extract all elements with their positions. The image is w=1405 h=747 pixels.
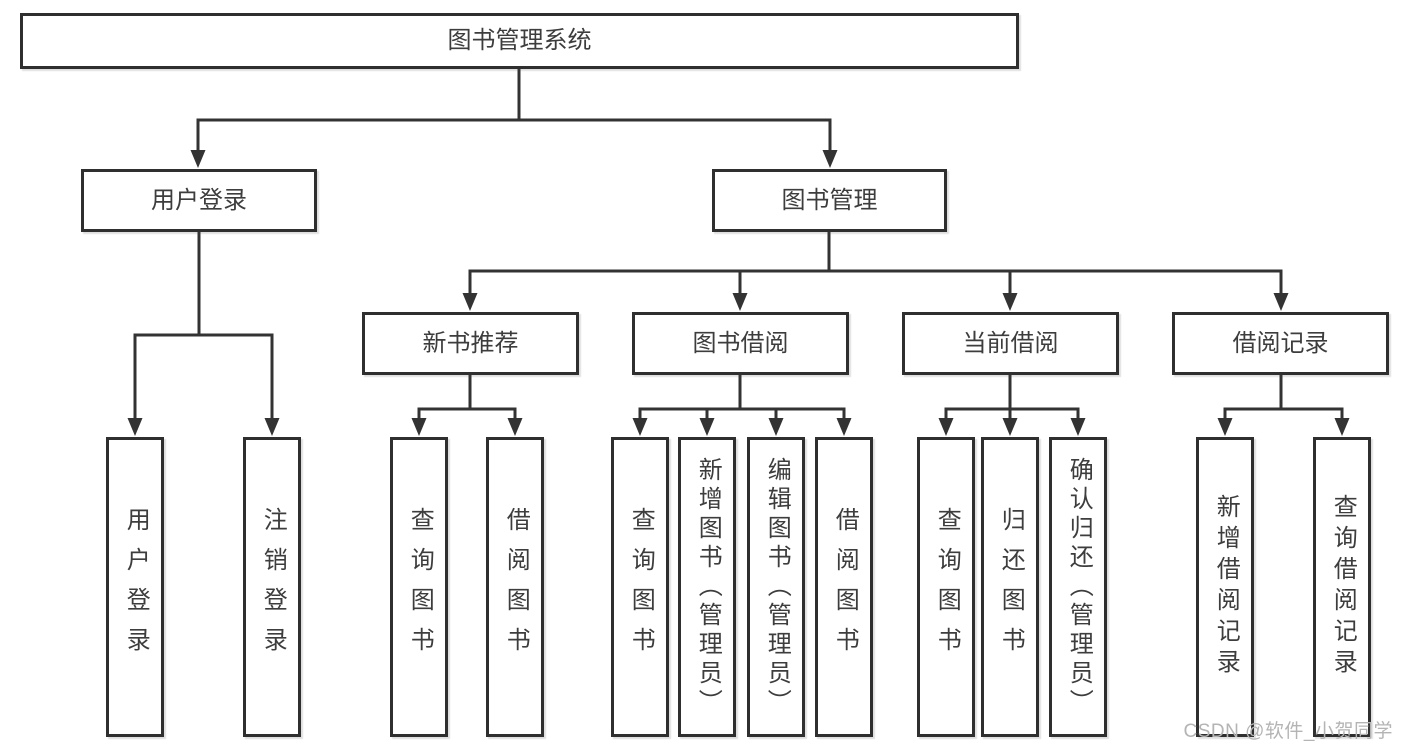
leaf-borrow-query-books: 查询图书 [611, 437, 669, 737]
node-user-login-label: 用户登录 [151, 186, 247, 214]
node-book-management-label: 图书管理 [781, 186, 878, 214]
node-book-borrow: 图书借阅 [632, 312, 849, 375]
connector-book-borrow-to-leaves [632, 375, 852, 436]
leaf-logout-label: 注销登录 [259, 507, 287, 667]
connector-borrow-records-to-leaves [1217, 375, 1350, 436]
leaf-records-add-record: 新增借阅记录 [1196, 437, 1254, 737]
leaf-current-return-books-label: 归还图书 [997, 507, 1025, 667]
node-book-borrow-label: 图书借阅 [692, 329, 789, 357]
leaf-records-query-record: 查询借阅记录 [1313, 437, 1371, 737]
leaf-user-login-label: 用户登录 [122, 507, 150, 667]
node-library-management-system-label: 图书管理系统 [447, 27, 592, 54]
connector-user-login-to-leaves [127, 232, 280, 436]
leaf-newbook-borrow-books-label: 借阅图书 [502, 507, 530, 667]
leaf-borrow-edit-books-admin-label: 编辑图书（管理员） [763, 456, 791, 718]
leaf-records-query-record-label: 查询借阅记录 [1329, 494, 1357, 680]
leaf-borrow-borrow-books: 借阅图书 [815, 437, 873, 737]
node-current-borrow: 当前借阅 [902, 312, 1119, 375]
leaf-borrow-edit-books-admin: 编辑图书（管理员） [747, 437, 805, 737]
node-user-login: 用户登录 [81, 169, 317, 232]
csdn-watermark: CSDN @软件_小贺同学 [1183, 721, 1393, 742]
leaf-borrow-borrow-books-label: 借阅图书 [831, 507, 859, 667]
leaf-current-confirm-return-admin: 确认归还（管理员） [1049, 437, 1107, 737]
leaf-newbook-query-books: 查询图书 [390, 437, 448, 737]
leaf-borrow-add-books-admin-label: 新增图书（管理员） [694, 456, 722, 718]
leaf-current-confirm-return-admin-label: 确认归还（管理员） [1065, 456, 1093, 718]
leaf-current-return-books: 归还图书 [981, 437, 1039, 737]
connector-current-borrow-to-leaves [938, 375, 1086, 436]
connector-root-to-level1 [190, 68, 838, 168]
leaf-newbook-query-books-label: 查询图书 [406, 507, 434, 667]
leaf-current-query-books: 查询图书 [917, 437, 975, 737]
leaf-borrow-query-books-label: 查询图书 [627, 507, 655, 667]
node-current-borrow-label: 当前借阅 [962, 329, 1059, 357]
node-borrow-records-label: 借阅记录 [1232, 329, 1329, 357]
connector-new-book-to-leaves [411, 375, 523, 436]
leaf-user-login: 用户登录 [106, 437, 164, 737]
leaf-current-query-books-label: 查询图书 [933, 507, 961, 667]
node-library-management-system: 图书管理系统 [20, 13, 1019, 69]
node-new-book-recommend: 新书推荐 [362, 312, 579, 375]
node-borrow-records: 借阅记录 [1172, 312, 1389, 375]
leaf-logout: 注销登录 [243, 437, 301, 737]
leaf-newbook-borrow-books: 借阅图书 [486, 437, 544, 737]
leaf-records-add-record-label: 新增借阅记录 [1212, 494, 1240, 680]
node-new-book-recommend-label: 新书推荐 [422, 329, 519, 357]
node-book-management: 图书管理 [712, 169, 947, 232]
leaf-borrow-add-books-admin: 新增图书（管理员） [678, 437, 736, 737]
connector-book-mgmt-to-level2 [462, 232, 1289, 311]
